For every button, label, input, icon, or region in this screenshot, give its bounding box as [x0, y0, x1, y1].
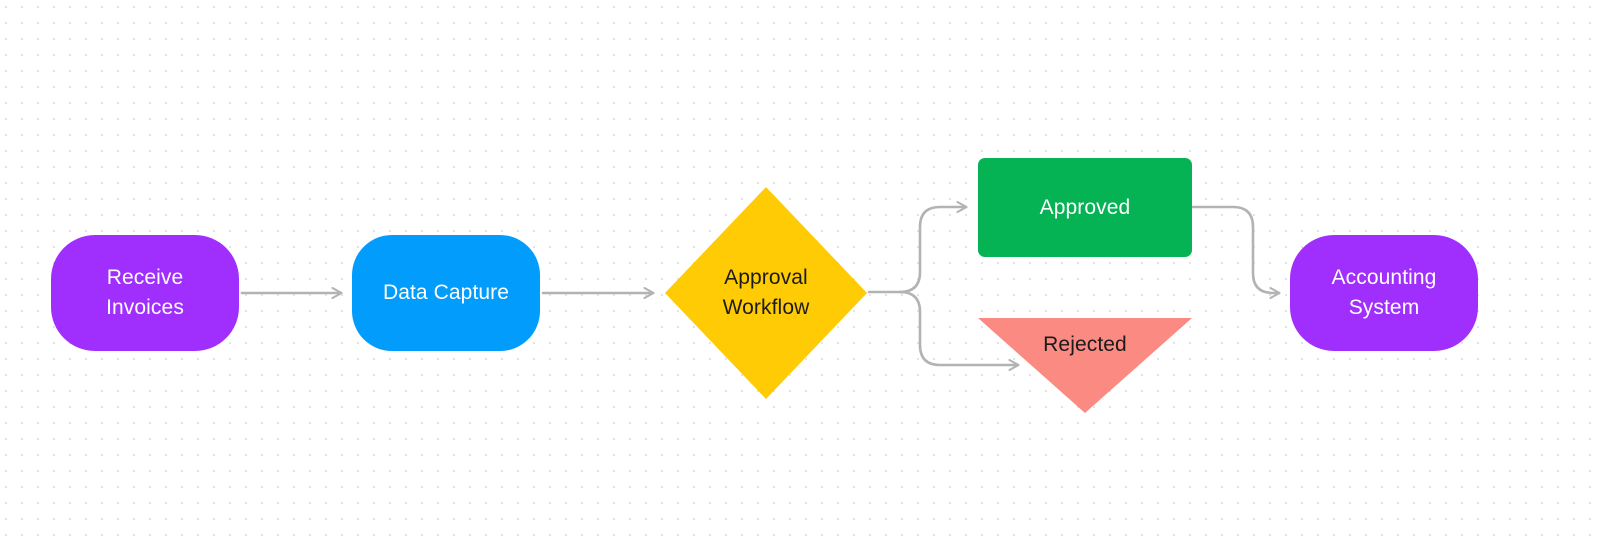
- node-rejected[interactable]: Rejected: [978, 314, 1192, 413]
- node-approval-workflow-label: Approval Workflow: [722, 266, 810, 319]
- node-accounting-system[interactable]: Accounting System: [1290, 235, 1478, 351]
- node-receive-invoices-label: Receive Invoices: [106, 266, 184, 319]
- node-approved-label: Approved: [1039, 195, 1131, 219]
- edge-approved-to-accounting-system: [1190, 205, 1279, 293]
- node-approval-workflow[interactable]: Approval Workflow: [665, 187, 867, 399]
- node-accounting-system-label: Accounting System: [1331, 266, 1437, 319]
- node-approved[interactable]: Approved: [978, 158, 1192, 257]
- node-rejected-label: Rejected: [1043, 333, 1127, 356]
- triangle-down-shape: [978, 317, 1192, 413]
- node-receive-invoices[interactable]: Receive Invoices: [51, 235, 239, 351]
- node-data-capture-label: Data Capture: [382, 281, 510, 304]
- edge-approval-workflow-to-approved: [898, 207, 966, 294]
- node-data-capture[interactable]: Data Capture: [352, 235, 540, 351]
